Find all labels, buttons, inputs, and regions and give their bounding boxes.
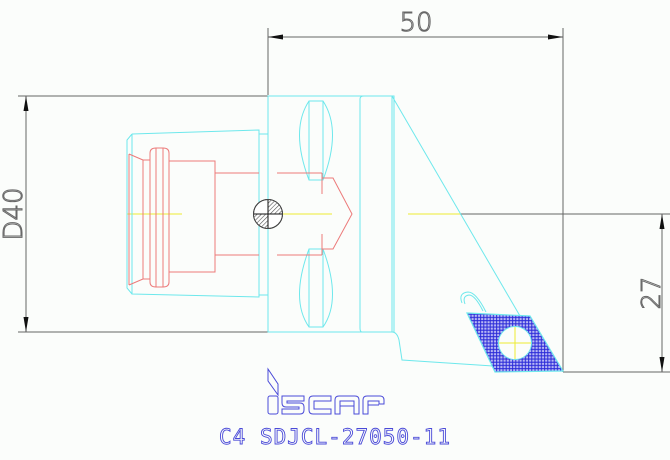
arrow-right-icon <box>548 34 563 40</box>
clamp-lobes <box>299 100 333 328</box>
dimension-length-label: 50 <box>399 8 432 38</box>
internal-bore <box>128 147 353 288</box>
iscar-logo-icon <box>267 367 385 415</box>
insert <box>466 312 565 373</box>
dimension-diameter: D40 <box>0 95 268 333</box>
dimension-diameter-label: D40 <box>0 187 29 240</box>
centroid-icon <box>253 199 283 229</box>
arrow-up-icon <box>659 214 665 229</box>
arrow-down-icon <box>23 317 29 332</box>
part-number: C4 SDJCL-27050-11 <box>219 425 451 450</box>
dimension-offset: 27 <box>458 213 670 373</box>
arrow-left-icon <box>268 34 283 40</box>
arrow-down-icon <box>659 357 665 372</box>
dimension-offset-label: 27 <box>637 276 667 309</box>
clamp-pin <box>460 291 487 313</box>
arrow-up-icon <box>23 96 29 111</box>
dimension-length: 50 <box>267 8 564 372</box>
